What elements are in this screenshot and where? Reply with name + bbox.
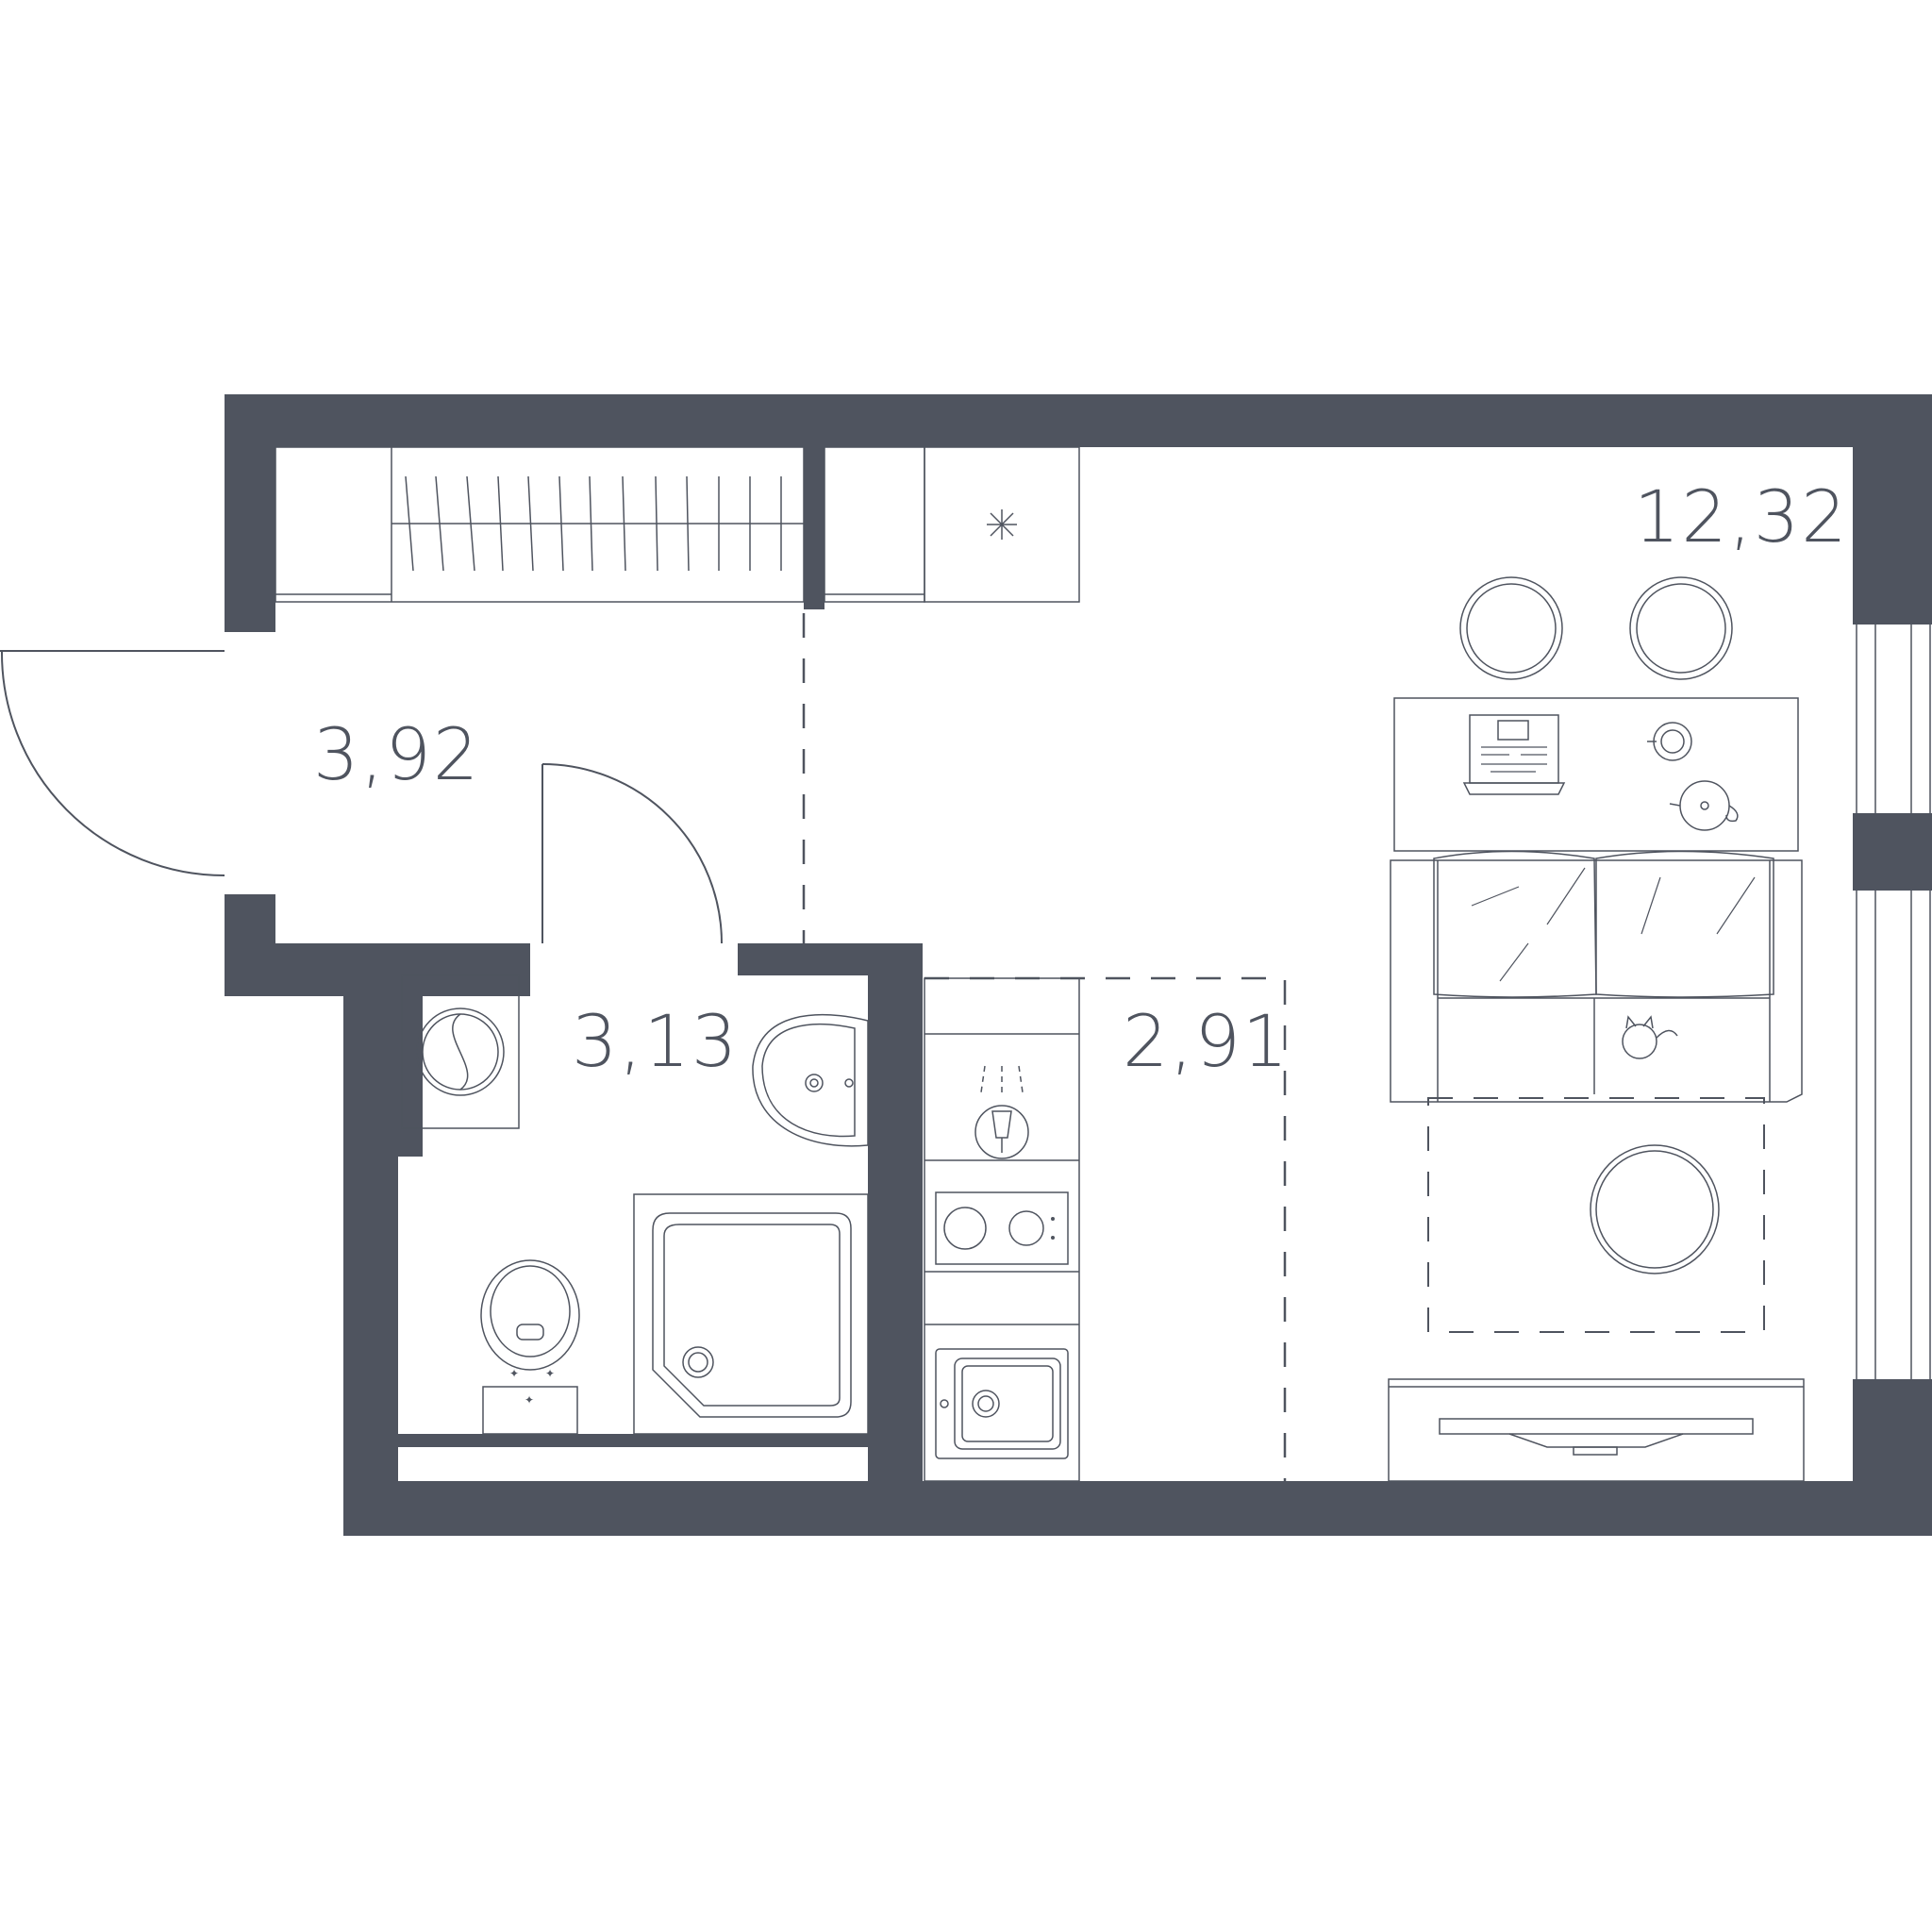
sink-icon [752,1014,869,1147]
rug [1427,1097,1765,1333]
kitchen-counter [924,977,1080,1482]
chair-icon [1629,576,1733,680]
stove-icon [935,1065,1069,1265]
tv-stand-icon [1388,1378,1805,1482]
coffee-cup-icon [1647,722,1692,761]
svg-text:✦: ✦ [509,1367,519,1380]
laptop-icon [1462,714,1566,795]
svg-text:✦: ✦ [545,1367,555,1380]
area-label-hall: 3,92 [313,712,481,796]
shower-tray-icon [633,1193,869,1435]
electric-panel-icon [824,446,1080,603]
wardrobe-icon [275,446,805,603]
door-icon [0,650,225,876]
coffee-table-icon [1590,1144,1720,1274]
area-label-bathroom: 3,13 [572,999,740,1083]
door-icon [541,763,723,944]
teapot-icon [1669,780,1739,831]
window-icon [1856,625,1931,1379]
walls [225,394,1932,1536]
svg-text:✦: ✦ [525,1393,534,1407]
toilet-icon: ✦ ✦ ✦ [480,1259,580,1435]
area-label-kitchen: 2,91 [1123,999,1291,1083]
zone-lines [802,613,1287,1481]
chair-icon [1459,576,1563,680]
area-label-living: 12,32 [1634,475,1849,558]
kitchen-sink-icon [935,1348,1069,1459]
sofa-icon [1390,850,1803,1103]
desk-icon [1393,697,1799,852]
cat-icon [1622,1015,1678,1059]
washing-machine-icon [401,974,520,1129]
